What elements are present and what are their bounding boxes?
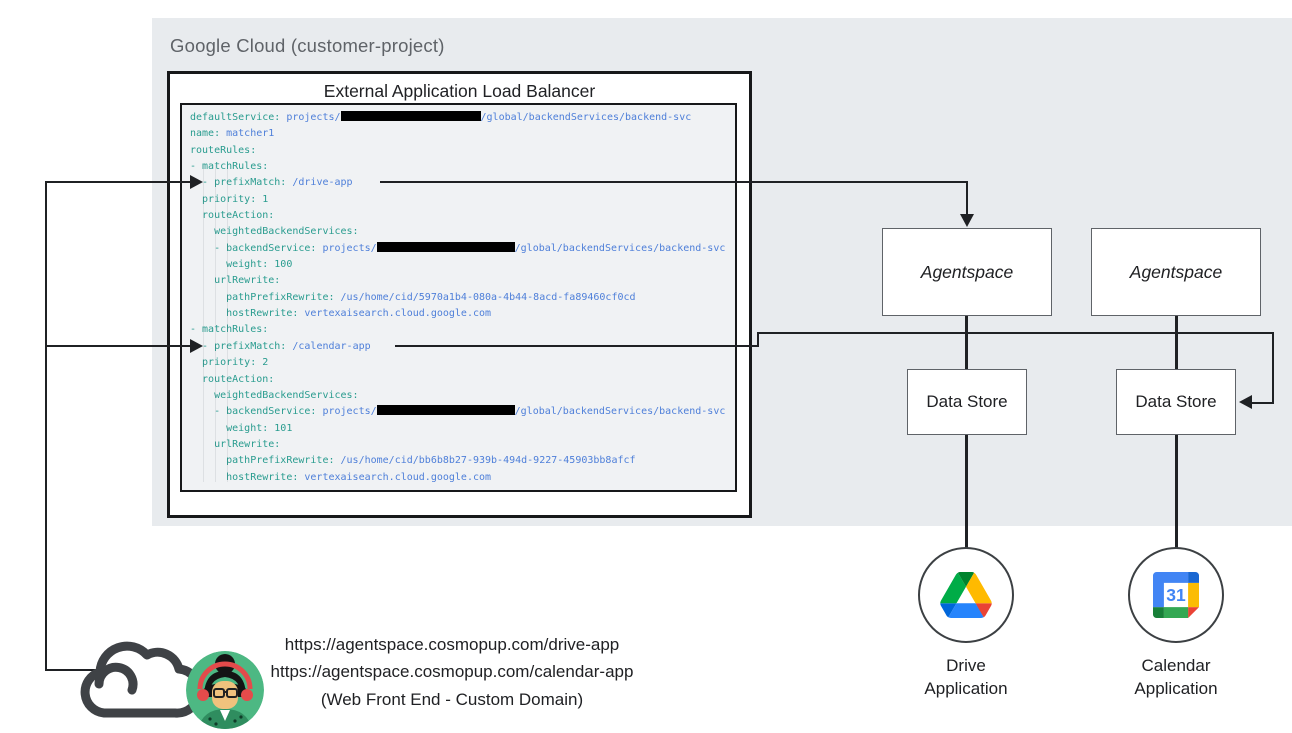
- code-line: pathPrefixRewrite: /us/home/cid/5970a1b4…: [190, 291, 636, 303]
- code-line: weight: 101: [190, 422, 293, 434]
- agentspace-node-right: Agentspace: [1091, 228, 1261, 316]
- connector-calendar-down: [1272, 332, 1274, 404]
- frontend-url-drive: https://agentspace.cosmopup.com/drive-ap…: [284, 635, 620, 654]
- datastore-node-left: Data Store: [907, 369, 1027, 435]
- frontend-caption: (Web Front End - Custom Domain): [320, 689, 584, 709]
- code-line: defaultService: projects//global/backend…: [190, 111, 692, 123]
- connector-frontend-to-drive-rule: [45, 181, 191, 183]
- drive-icon: [940, 572, 992, 618]
- code-line: - prefixMatch: /calendar-app: [190, 340, 371, 352]
- code-line: weightedBackendServices:: [190, 226, 359, 238]
- code-line: routeRules:: [190, 144, 257, 156]
- connector-calendar-jog: [757, 332, 759, 347]
- datastore-label: Data Store: [1135, 392, 1217, 411]
- frontend-urls: https://agentspace.cosmopup.com/drive-ap…: [247, 631, 657, 713]
- code-line: pathPrefixRewrite: /us/home/cid/bb6b8b27…: [190, 455, 636, 467]
- connector-calendar-rule-horizontal: [395, 345, 759, 347]
- indent-guide: [227, 165, 228, 482]
- code-line: urlRewrite:: [190, 275, 281, 287]
- agentspace-node-left: Agentspace: [882, 228, 1052, 316]
- link-agentspace-datastore-left: [965, 316, 968, 369]
- connector-calendar-into-datastore: [1252, 402, 1274, 404]
- link-datastore-drive-app: [965, 435, 968, 548]
- connector-vertical-to-cloud: [45, 669, 100, 671]
- code-line: routeAction:: [190, 373, 275, 385]
- cloud-icon: [74, 618, 204, 733]
- redaction-bar: [340, 111, 481, 121]
- load-balancer-box: External Application Load Balancer defau…: [167, 71, 752, 518]
- calendar-app-circle: 31: [1128, 547, 1224, 643]
- drive-app-circle: [918, 547, 1014, 643]
- code-line: weight: 100: [190, 259, 293, 271]
- indent-guide: [203, 165, 204, 482]
- drive-app-label: Drive Application: [924, 656, 1008, 698]
- code-line: priority: 1: [190, 193, 269, 205]
- connector-calendar-across: [757, 332, 1274, 334]
- code-line: weightedBackendServices:: [190, 389, 359, 401]
- code-line: routeAction:: [190, 210, 275, 222]
- agentspace-label: Agentspace: [1129, 261, 1223, 282]
- calendar-day-number: 31: [1166, 585, 1186, 605]
- code-line: hostRewrite: vertexaisearch.cloud.google…: [190, 471, 492, 483]
- datastore-label: Data Store: [926, 392, 1008, 411]
- code-line: hostRewrite: vertexaisearch.cloud.google…: [190, 308, 492, 320]
- code-line: priority: 2: [190, 357, 269, 369]
- connector-frontend-to-calendar-rule: [45, 345, 191, 347]
- redaction-bar: [376, 241, 515, 252]
- indent-guide: [215, 165, 216, 482]
- code-line: urlRewrite:: [190, 438, 281, 450]
- frontend-url-calendar: https://agentspace.cosmopup.com/calendar…: [270, 662, 634, 682]
- load-balancer-title: External Application Load Balancer: [323, 81, 596, 101]
- user-avatar: [186, 651, 264, 733]
- calendar-app-label: Calendar Application: [1134, 656, 1218, 698]
- code-block: defaultService: projects//global/backend…: [180, 103, 737, 492]
- link-agentspace-datastore-right: [1175, 316, 1178, 369]
- calendar-icon: 31: [1153, 572, 1199, 618]
- connector-drive-rule-horizontal: [380, 181, 968, 183]
- code-line: - backendService: projects//global/backe…: [190, 241, 726, 254]
- arrowhead-agentspace-left: [960, 214, 974, 227]
- arrowhead-drive-rule: [190, 175, 203, 189]
- code-line: - matchRules:: [190, 324, 269, 336]
- redaction-bar: [376, 405, 515, 416]
- code-line: name: matcher1: [190, 128, 275, 140]
- connector-drive-rule-down: [966, 181, 968, 216]
- agentspace-label: Agentspace: [920, 261, 1014, 282]
- datastore-node-right: Data Store: [1116, 369, 1236, 435]
- arrowhead-datastore-right: [1239, 395, 1252, 409]
- code-line: - matchRules:: [190, 161, 269, 173]
- connector-frontend-vertical: [45, 181, 47, 671]
- link-datastore-calendar-app: [1175, 435, 1178, 548]
- google-cloud-label: Google Cloud (customer-project): [170, 35, 445, 56]
- code-line: - prefixMatch: /drive-app: [190, 177, 353, 189]
- code-line: - backendService: projects//global/backe…: [190, 405, 726, 418]
- arrowhead-calendar-rule: [190, 339, 203, 353]
